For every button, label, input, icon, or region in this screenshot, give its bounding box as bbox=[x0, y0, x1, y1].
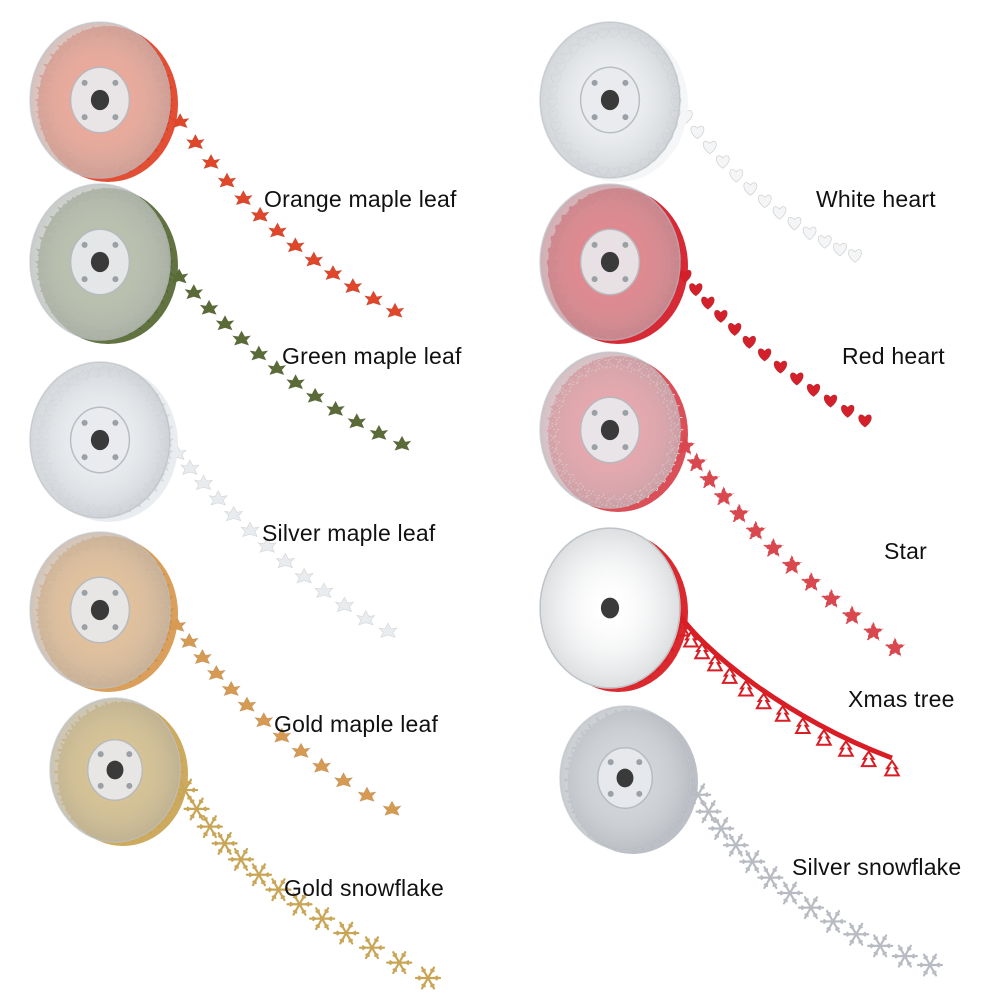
ribbon-tail bbox=[170, 112, 405, 318]
ribbon-tail bbox=[171, 778, 442, 990]
spool-product bbox=[29, 21, 405, 318]
ribbon-tail bbox=[672, 606, 901, 777]
spool-product bbox=[539, 183, 872, 428]
ribbon-tail bbox=[167, 444, 398, 638]
spool-product bbox=[539, 527, 901, 777]
spool-product bbox=[559, 705, 944, 977]
label-red-heart: Red heart bbox=[842, 343, 945, 369]
label-white-heart: White heart bbox=[816, 186, 936, 212]
label-silver-snowflake: Silver snowflake bbox=[792, 854, 962, 880]
label-silver-maple-leaf: Silver maple leaf bbox=[262, 520, 436, 546]
spool-product bbox=[539, 351, 907, 658]
label-green-maple-leaf: Green maple leaf bbox=[282, 343, 462, 369]
ribbon-tail bbox=[169, 268, 412, 451]
spool-product bbox=[539, 21, 862, 263]
ribbon-tail bbox=[167, 616, 402, 816]
label-star: Star bbox=[884, 538, 927, 564]
label-xmas-tree: Xmas tree bbox=[848, 686, 955, 712]
label-orange-maple-leaf: Orange maple leaf bbox=[264, 186, 457, 212]
spool-product bbox=[29, 361, 398, 638]
spool-product bbox=[29, 183, 412, 451]
label-gold-snowflake: Gold snowflake bbox=[284, 875, 445, 901]
ribbon-tail bbox=[678, 269, 872, 428]
spool-product bbox=[49, 697, 442, 990]
spool-product bbox=[29, 531, 402, 816]
label-gold-maple-leaf: Gold maple leaf bbox=[274, 711, 439, 737]
ribbon-tail bbox=[673, 434, 907, 658]
ribbon-tail bbox=[679, 110, 862, 263]
